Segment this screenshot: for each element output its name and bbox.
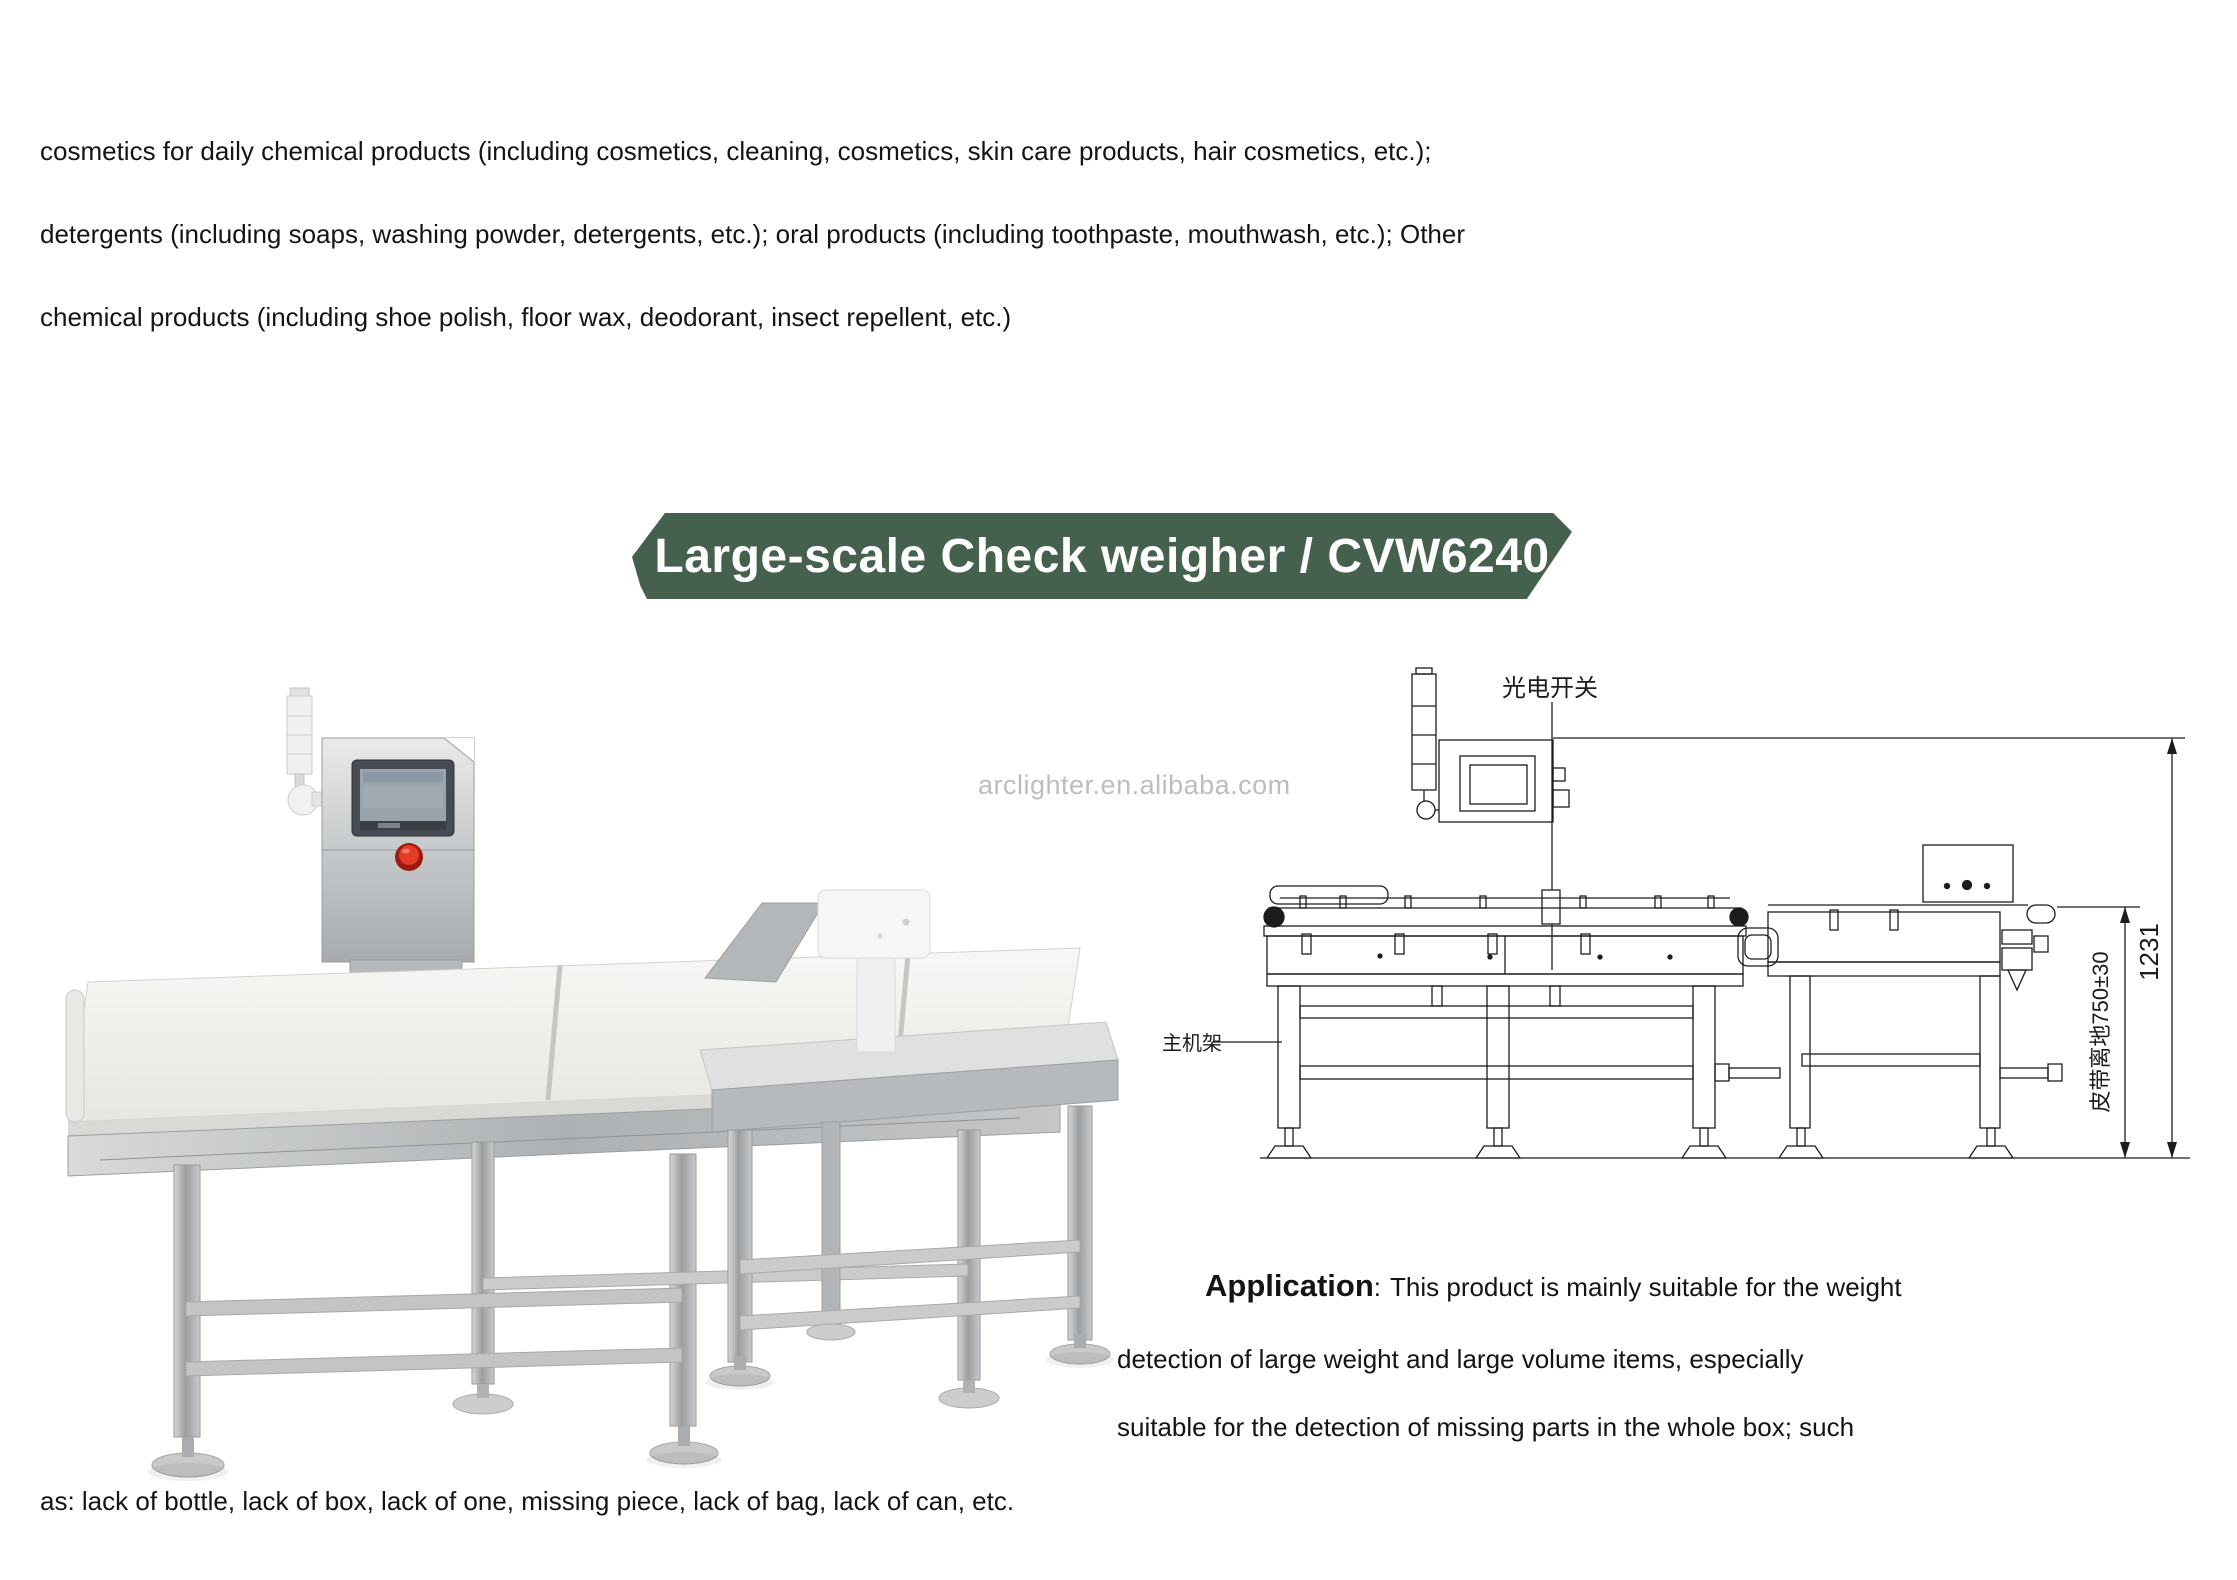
drawing-reject-conveyor bbox=[1714, 844, 2063, 1159]
drawing-tower-light bbox=[1411, 667, 1439, 820]
reject-table bbox=[699, 1021, 1119, 1390]
adjustable-feet bbox=[148, 1380, 1000, 1481]
intro-line-3: chemical products (including shoe polish… bbox=[40, 302, 1012, 332]
left-bar-end bbox=[1714, 1063, 1730, 1082]
title-banner: Large-scale Check weigher / CVW6240 bbox=[632, 513, 1572, 599]
intro-line-2: detergents (including soaps, washing pow… bbox=[40, 219, 1466, 249]
drawing-control-box bbox=[1438, 739, 1570, 823]
application-line-4: as: lack of bottle, lack of box, lack of… bbox=[40, 1486, 1015, 1516]
label-main-frame: 主机架 bbox=[1162, 1032, 1222, 1055]
air-filter-unit bbox=[2001, 929, 2049, 992]
drawing-main-conveyor bbox=[1263, 885, 1749, 1159]
left-bar bbox=[1728, 1067, 1781, 1079]
reject-pusher bbox=[704, 889, 931, 1053]
watermark: arclighter.en.alibaba.com bbox=[978, 770, 1291, 800]
label-photoelectric-switch: 光电开关 bbox=[1502, 675, 1598, 702]
label-belt-height: 皮带离地750±30 bbox=[2088, 951, 2113, 1112]
drawing-feet bbox=[1265, 1127, 1728, 1159]
label-total-height: 1231 bbox=[2134, 923, 2164, 981]
application-colon: : bbox=[1373, 1272, 1382, 1302]
sensor-bracket bbox=[1541, 889, 1561, 925]
transfer-chute bbox=[1737, 927, 1779, 967]
banner-title: Large-scale Check weigher / CVW6240 bbox=[654, 529, 1550, 583]
application-line-1: Application: This product is mainly suita… bbox=[1205, 1268, 1902, 1304]
conveyor-legs bbox=[148, 1129, 1000, 1481]
control-pillar bbox=[321, 737, 475, 1019]
right-bar bbox=[1999, 1067, 2049, 1079]
technical-drawing: 光电开关 bbox=[1162, 667, 2190, 1159]
application-heading: Application bbox=[1205, 1268, 1374, 1303]
dimension-total-height: 1231 bbox=[2134, 738, 2177, 1158]
machine-photo bbox=[65, 687, 1119, 1481]
application-line-1-text: This product is mainly suitable for the … bbox=[1390, 1272, 1902, 1302]
application-line-2: detection of large weight and large volu… bbox=[1117, 1344, 1804, 1374]
transfer-chute-inner bbox=[1744, 934, 1772, 960]
right-bar-end bbox=[2047, 1063, 2063, 1082]
hmi-screen bbox=[351, 759, 455, 837]
dimension-belt-height: 皮带离地750±30 bbox=[2057, 906, 2140, 1158]
application-line-3: suitable for the detection of missing pa… bbox=[1117, 1412, 1855, 1442]
emergency-stop-button bbox=[395, 843, 423, 871]
intro-line-1: cosmetics for daily chemical products (i… bbox=[40, 136, 1432, 166]
